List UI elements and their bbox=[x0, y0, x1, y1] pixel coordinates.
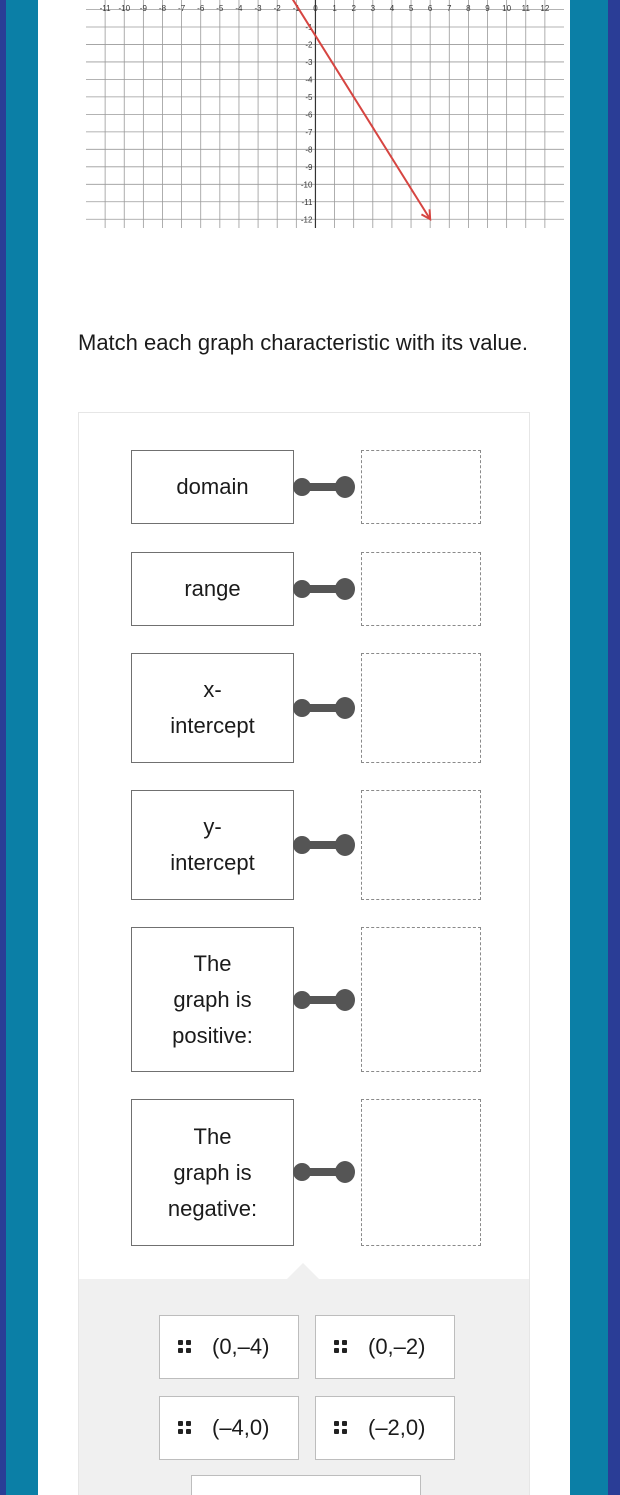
right-frame-border bbox=[570, 0, 620, 1495]
left-frame-border bbox=[0, 0, 38, 1495]
answer-tile[interactable]: (–2,0) bbox=[315, 1396, 455, 1460]
term-label: range bbox=[184, 576, 241, 601]
y-tick-label: -10 bbox=[301, 180, 313, 189]
x-tick-label: -7 bbox=[178, 4, 186, 13]
y-tick-label: -5 bbox=[305, 93, 313, 102]
x-tick-label: 11 bbox=[522, 4, 531, 13]
function-line bbox=[291, 0, 432, 220]
connector-icon bbox=[293, 697, 359, 719]
x-tick-label: 7 bbox=[447, 4, 452, 13]
x-tick-label: -6 bbox=[197, 4, 205, 13]
term-label: domain bbox=[176, 474, 249, 499]
x-tick-label: -1 bbox=[293, 4, 301, 13]
term-domain: domain bbox=[131, 450, 294, 524]
drag-handle-icon bbox=[334, 1340, 348, 1354]
connector-icon bbox=[293, 1161, 359, 1183]
y-tick-label: -3 bbox=[305, 58, 313, 67]
x-tick-label: 9 bbox=[485, 4, 490, 13]
connector-icon bbox=[293, 834, 359, 856]
drop-zone-y-intercept[interactable] bbox=[361, 790, 481, 900]
answer-tile[interactable]: (0,–4) bbox=[159, 1315, 299, 1379]
y-tick-label: -9 bbox=[305, 163, 313, 172]
question-prompt: Match each graph characteristic with its… bbox=[78, 330, 528, 355]
x-tick-label: 6 bbox=[428, 4, 433, 13]
term-label: The graph is negative: bbox=[167, 1123, 258, 1221]
answer-tile[interactable]: (–4,0) bbox=[159, 1396, 299, 1460]
connector-icon bbox=[293, 578, 359, 600]
answer-tray: (0,–4) (0,–2) (–4,0) (–2,0) bbox=[79, 1263, 529, 1495]
x-tick-label: 8 bbox=[466, 4, 471, 13]
term-label: The graph is positive: bbox=[172, 950, 253, 1048]
y-tick-label: -8 bbox=[305, 145, 313, 154]
answer-tile[interactable]: (0,–2) bbox=[315, 1315, 455, 1379]
x-tick-label: 12 bbox=[540, 4, 549, 13]
x-tick-label: -9 bbox=[140, 4, 148, 13]
term-positive: The graph is positive: bbox=[131, 927, 294, 1072]
y-tick-label: -6 bbox=[305, 110, 313, 119]
x-tick-label: 4 bbox=[390, 4, 395, 13]
y-tick-label: -12 bbox=[301, 215, 313, 224]
x-tick-label: -4 bbox=[235, 4, 243, 13]
term-y-intercept: y- intercept bbox=[131, 790, 294, 900]
drop-zone-range[interactable] bbox=[361, 552, 481, 626]
term-range: range bbox=[131, 552, 294, 626]
connector-icon bbox=[293, 476, 359, 498]
y-tick-label: -11 bbox=[301, 198, 313, 207]
x-tick-label: -5 bbox=[216, 4, 224, 13]
term-negative: The graph is negative: bbox=[131, 1099, 294, 1246]
drag-handle-icon bbox=[178, 1340, 192, 1354]
x-tick-label: -3 bbox=[255, 4, 263, 13]
tray-notch bbox=[287, 1263, 319, 1279]
term-label: y- intercept bbox=[170, 814, 255, 875]
term-x-intercept: x- intercept bbox=[131, 653, 294, 763]
answer-tile-label: (–2,0) bbox=[368, 1415, 426, 1440]
answer-tile[interactable] bbox=[191, 1475, 421, 1495]
drop-zone-domain[interactable] bbox=[361, 450, 481, 524]
x-tick-label: 0 bbox=[313, 4, 318, 13]
x-tick-label: 10 bbox=[502, 4, 511, 13]
x-tick-label: -8 bbox=[159, 4, 167, 13]
x-tick-label: 3 bbox=[371, 4, 376, 13]
answer-tile-label: (0,–4) bbox=[212, 1334, 270, 1359]
y-tick-label: -2 bbox=[305, 40, 313, 49]
term-label: x- intercept bbox=[170, 677, 255, 738]
line-arrowhead-icon bbox=[420, 209, 432, 222]
drag-handle-icon bbox=[178, 1421, 192, 1435]
y-tick-label: -7 bbox=[305, 128, 313, 137]
drop-zone-negative[interactable] bbox=[361, 1099, 481, 1246]
x-tick-label: -2 bbox=[274, 4, 282, 13]
answer-tile-label: (0,–2) bbox=[368, 1334, 426, 1359]
x-tick-label: 5 bbox=[409, 4, 414, 13]
x-tick-label: 1 bbox=[332, 4, 337, 13]
x-tick-label: -11 bbox=[100, 4, 112, 13]
drop-zone-x-intercept[interactable] bbox=[361, 653, 481, 763]
x-tick-label: -10 bbox=[118, 4, 130, 13]
answer-tile-label: (–4,0) bbox=[212, 1415, 270, 1440]
drop-zone-positive[interactable] bbox=[361, 927, 481, 1072]
y-tick-label: -4 bbox=[305, 75, 313, 84]
connector-icon bbox=[293, 989, 359, 1011]
drag-handle-icon bbox=[334, 1421, 348, 1435]
matching-card: domain range x- intercept bbox=[78, 412, 530, 1495]
x-tick-label: 2 bbox=[351, 4, 356, 13]
